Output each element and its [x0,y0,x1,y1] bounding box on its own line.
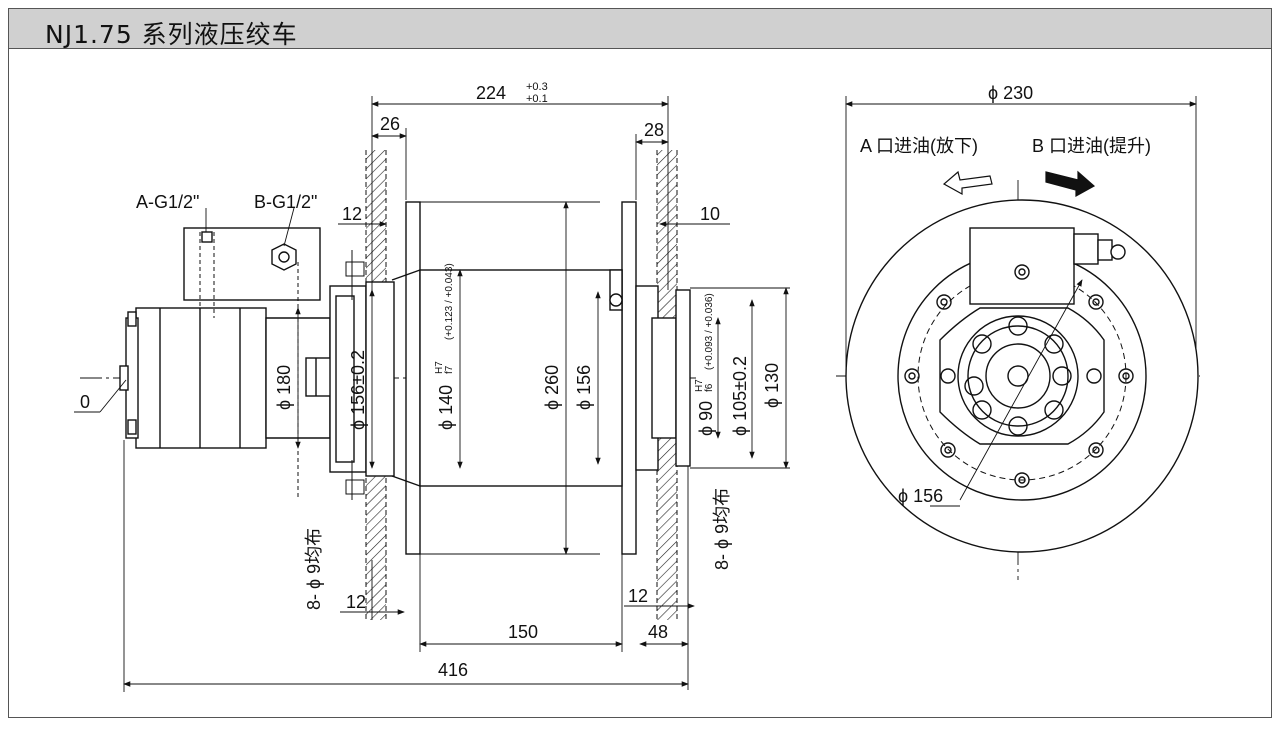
port-b-direction-label: B 口进油(提升) [1032,136,1151,156]
fit-140-upper: H7 [434,361,445,374]
dim-224-tol-lower: +0.1 [526,93,548,105]
drum-flange-right [621,201,637,555]
port-b-label: B-G1/2" [254,192,317,212]
motor-body [135,307,267,449]
drum-flange-left [405,201,421,555]
port-a-label: A-G1/2" [136,192,199,212]
dim-10-label: 10 [700,204,720,224]
dim-12-top-label: 12 [342,204,362,224]
dim-0-label: 0 [80,392,90,412]
dim-48-label: 48 [648,622,668,642]
tol-140-label: (+0.123 / +0.043) [444,263,455,340]
rotation-arrow-up-icon [1045,170,1096,198]
dia-230-label: ϕ 230 [988,83,1033,103]
dia-180-label: ϕ 180 [274,365,294,410]
valve-block-end [969,227,1075,305]
fit-90-upper: H7 [694,379,705,392]
dim-224-tol-upper: +0.3 [526,81,548,93]
tol-90-label: (+0.093 / +0.036) [704,293,715,370]
dia-156-tol-label: ϕ 156±0.2 [348,350,368,430]
dim-150-label: 150 [508,622,538,642]
port-b-fitting [271,243,297,271]
drum-body [419,269,623,487]
holes-right-label: 8- ϕ 9均布 [712,488,732,570]
dia-140-label: ϕ 140 [436,385,456,430]
motor-bolts [940,316,1102,436]
dia-130-label: ϕ 130 [762,363,782,408]
title-bar: NJ1.75 系列液压绞车 [9,9,1271,49]
dia-156-label: ϕ 156 [574,365,594,410]
dim-12-bottom-left-label: 12 [346,592,366,612]
port-a-direction-label: A 口进油(放下) [860,136,978,156]
mount-holes [904,264,1134,488]
drawing-title: NJ1.75 系列液压绞车 [45,20,298,49]
holes-left-label: 8- ϕ 9均布 [304,528,324,610]
fit-90-lower: f6 [704,383,715,392]
dim-12-bottom-right-label: 12 [628,586,648,606]
dim-26-label: 26 [380,114,400,134]
right-bearing [651,317,677,439]
dim-28-label: 28 [644,120,664,140]
end-dia-156-label: ϕ 156 [898,486,943,506]
end-view [836,96,1200,580]
dia-260-label: ϕ 260 [542,365,562,410]
valve-block [183,227,321,301]
rotation-arrow-down-icon [942,170,993,196]
fit-140-lower: f7 [444,365,455,374]
dia-105-label: ϕ 105±0.2 [730,356,750,436]
dim-416-label: 416 [438,660,468,680]
motor-face [957,315,1079,437]
dim-224-label: 224 [476,83,506,103]
side-view [74,96,790,692]
dia-90-label: ϕ 90 [696,401,716,436]
